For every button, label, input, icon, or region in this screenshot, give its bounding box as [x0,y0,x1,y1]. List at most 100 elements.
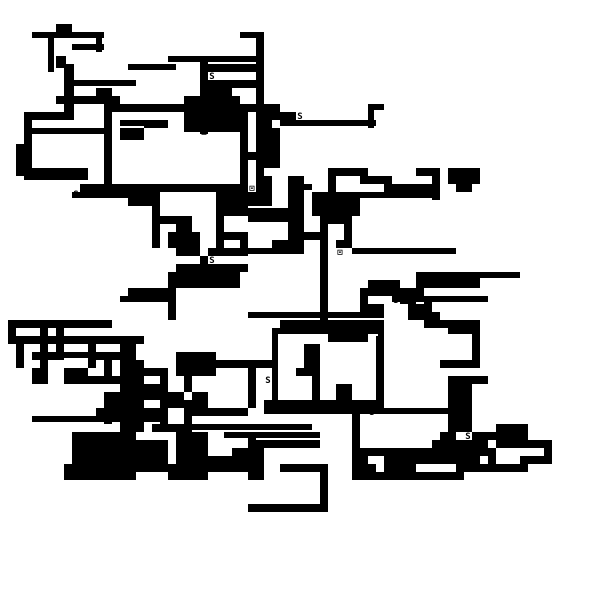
wall-block [320,208,344,224]
wall-segment [160,216,184,224]
wall-segment [176,360,272,368]
stairs-marker: S [41,376,46,386]
wall-segment [8,320,16,344]
wall-block [128,192,152,206]
wall-segment [472,432,480,464]
wall-segment [32,32,104,38]
door-marker: ⊡ [369,448,374,458]
wall-segment [48,32,54,72]
stairs-marker: S [129,448,134,458]
wall-segment [176,280,240,288]
wall-segment [104,360,112,384]
stairs-marker: S [209,256,214,266]
room-wall [272,328,278,408]
stairs-marker: S [393,296,398,306]
wall-segment [432,176,440,200]
wall-segment [360,304,384,312]
door-marker: ⊡ [337,248,342,258]
wall-segment [152,424,184,432]
wall-block [56,24,72,32]
wall-segment [224,232,248,240]
wall-segment [200,80,256,88]
wall-segment [328,168,336,192]
wall-block [448,168,480,184]
wall-block [192,392,208,408]
stairs-marker: S [73,190,78,200]
wall-segment [360,448,368,472]
trap-marker: × [501,424,506,434]
wall-segment [312,192,432,198]
wall-segment [32,352,64,360]
wall-segment [24,120,32,176]
wall-segment [264,120,272,168]
wall-segment [24,112,72,120]
wall-block [184,96,240,132]
wall-segment [16,144,24,176]
wall-block [224,192,248,216]
door-marker: ⊡ [201,128,206,138]
wall-segment [96,352,128,360]
wall-segment [56,328,64,352]
wall-block [64,464,136,480]
stairs-marker: S [313,208,318,218]
wall-segment [400,448,408,472]
wall-segment [232,448,256,456]
wall-segment [296,368,312,376]
wall-segment [56,96,66,104]
wall-block [32,368,48,384]
wall-segment [336,240,352,248]
wall-segment [248,360,256,408]
map-walls [8,24,552,512]
wall-segment [168,424,312,430]
wall-segment [248,312,384,318]
wall-segment [200,128,208,134]
wall-segment [432,320,480,328]
wall-segment [408,448,416,480]
wall-block [56,56,66,68]
wall-block [416,448,432,464]
trap-marker: × [61,24,66,34]
wall-segment [72,192,152,198]
wall-segment [360,176,392,184]
door-marker: ⊡ [249,184,254,194]
wall-segment [184,408,248,416]
wall-block [424,272,480,288]
wall-block [328,328,368,342]
wall-segment [456,456,472,472]
wall-segment [240,104,280,112]
wall-block [448,376,472,432]
wall-segment [360,288,368,312]
stairs-marker: S [209,72,214,82]
wall-block [120,416,144,432]
wall-segment [384,408,472,414]
wall-segment [248,248,304,254]
wall-segment [120,296,168,302]
wall-segment [24,128,104,134]
wall-segment [256,432,320,438]
wall-segment [8,320,112,328]
wall-segment [240,32,264,38]
wall-block [456,184,472,192]
wall-block [368,280,400,296]
stairs-marker: S [465,432,470,442]
stairs-marker: S [265,376,270,386]
wall-segment [200,64,256,72]
wall-segment [136,440,152,456]
wall-segment [448,328,480,334]
wall-segment [208,248,248,256]
wall-segment [248,152,280,160]
wall-segment [128,64,176,70]
wall-segment [248,504,328,512]
wall-segment [144,392,176,400]
wall-segment [544,440,552,464]
wall-segment [360,168,368,176]
wall-segment [104,104,184,112]
wall-segment [16,344,24,368]
wall-segment [168,272,240,280]
wall-segment [64,64,74,120]
wall-segment [104,104,112,184]
wall-segment [72,80,136,86]
